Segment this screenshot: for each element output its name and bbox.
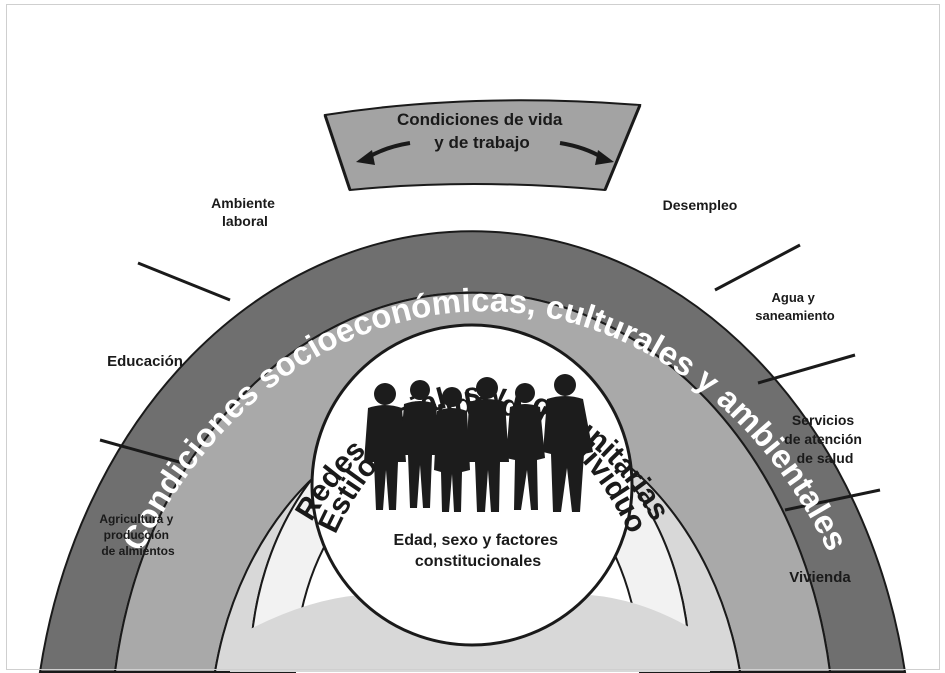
living-conditions-title-line-2: y de trabajo bbox=[434, 133, 529, 152]
people-silhouettes-icon bbox=[364, 374, 593, 512]
sector-label-housing: Vivienda bbox=[789, 569, 851, 586]
sector-dividers bbox=[99, 104, 881, 512]
double-arrow-icon bbox=[356, 141, 614, 165]
center-caption-line-2: constitucionales bbox=[415, 553, 541, 570]
sector-label-water: Agua y saneamiento bbox=[755, 290, 835, 323]
living-conditions-title-line-1: Condiciones de vida bbox=[397, 110, 563, 129]
sector-label-agriculture: Agricultura y producción de almientos bbox=[99, 512, 176, 558]
sector-label-health-services: Servicios de atención de salud bbox=[784, 412, 866, 466]
living-conditions-title: Condiciones de vida y de trabajo bbox=[397, 110, 567, 152]
sector-label-unemployment: Desempleo bbox=[663, 197, 738, 213]
sector-label-education: Educación bbox=[107, 353, 183, 370]
center-caption: Edad, sexo y factores constitucionales bbox=[394, 532, 563, 570]
sector-label-work-environment: Ambiente laboral bbox=[211, 195, 279, 229]
center-caption-line-1: Edad, sexo y factores bbox=[394, 532, 559, 549]
